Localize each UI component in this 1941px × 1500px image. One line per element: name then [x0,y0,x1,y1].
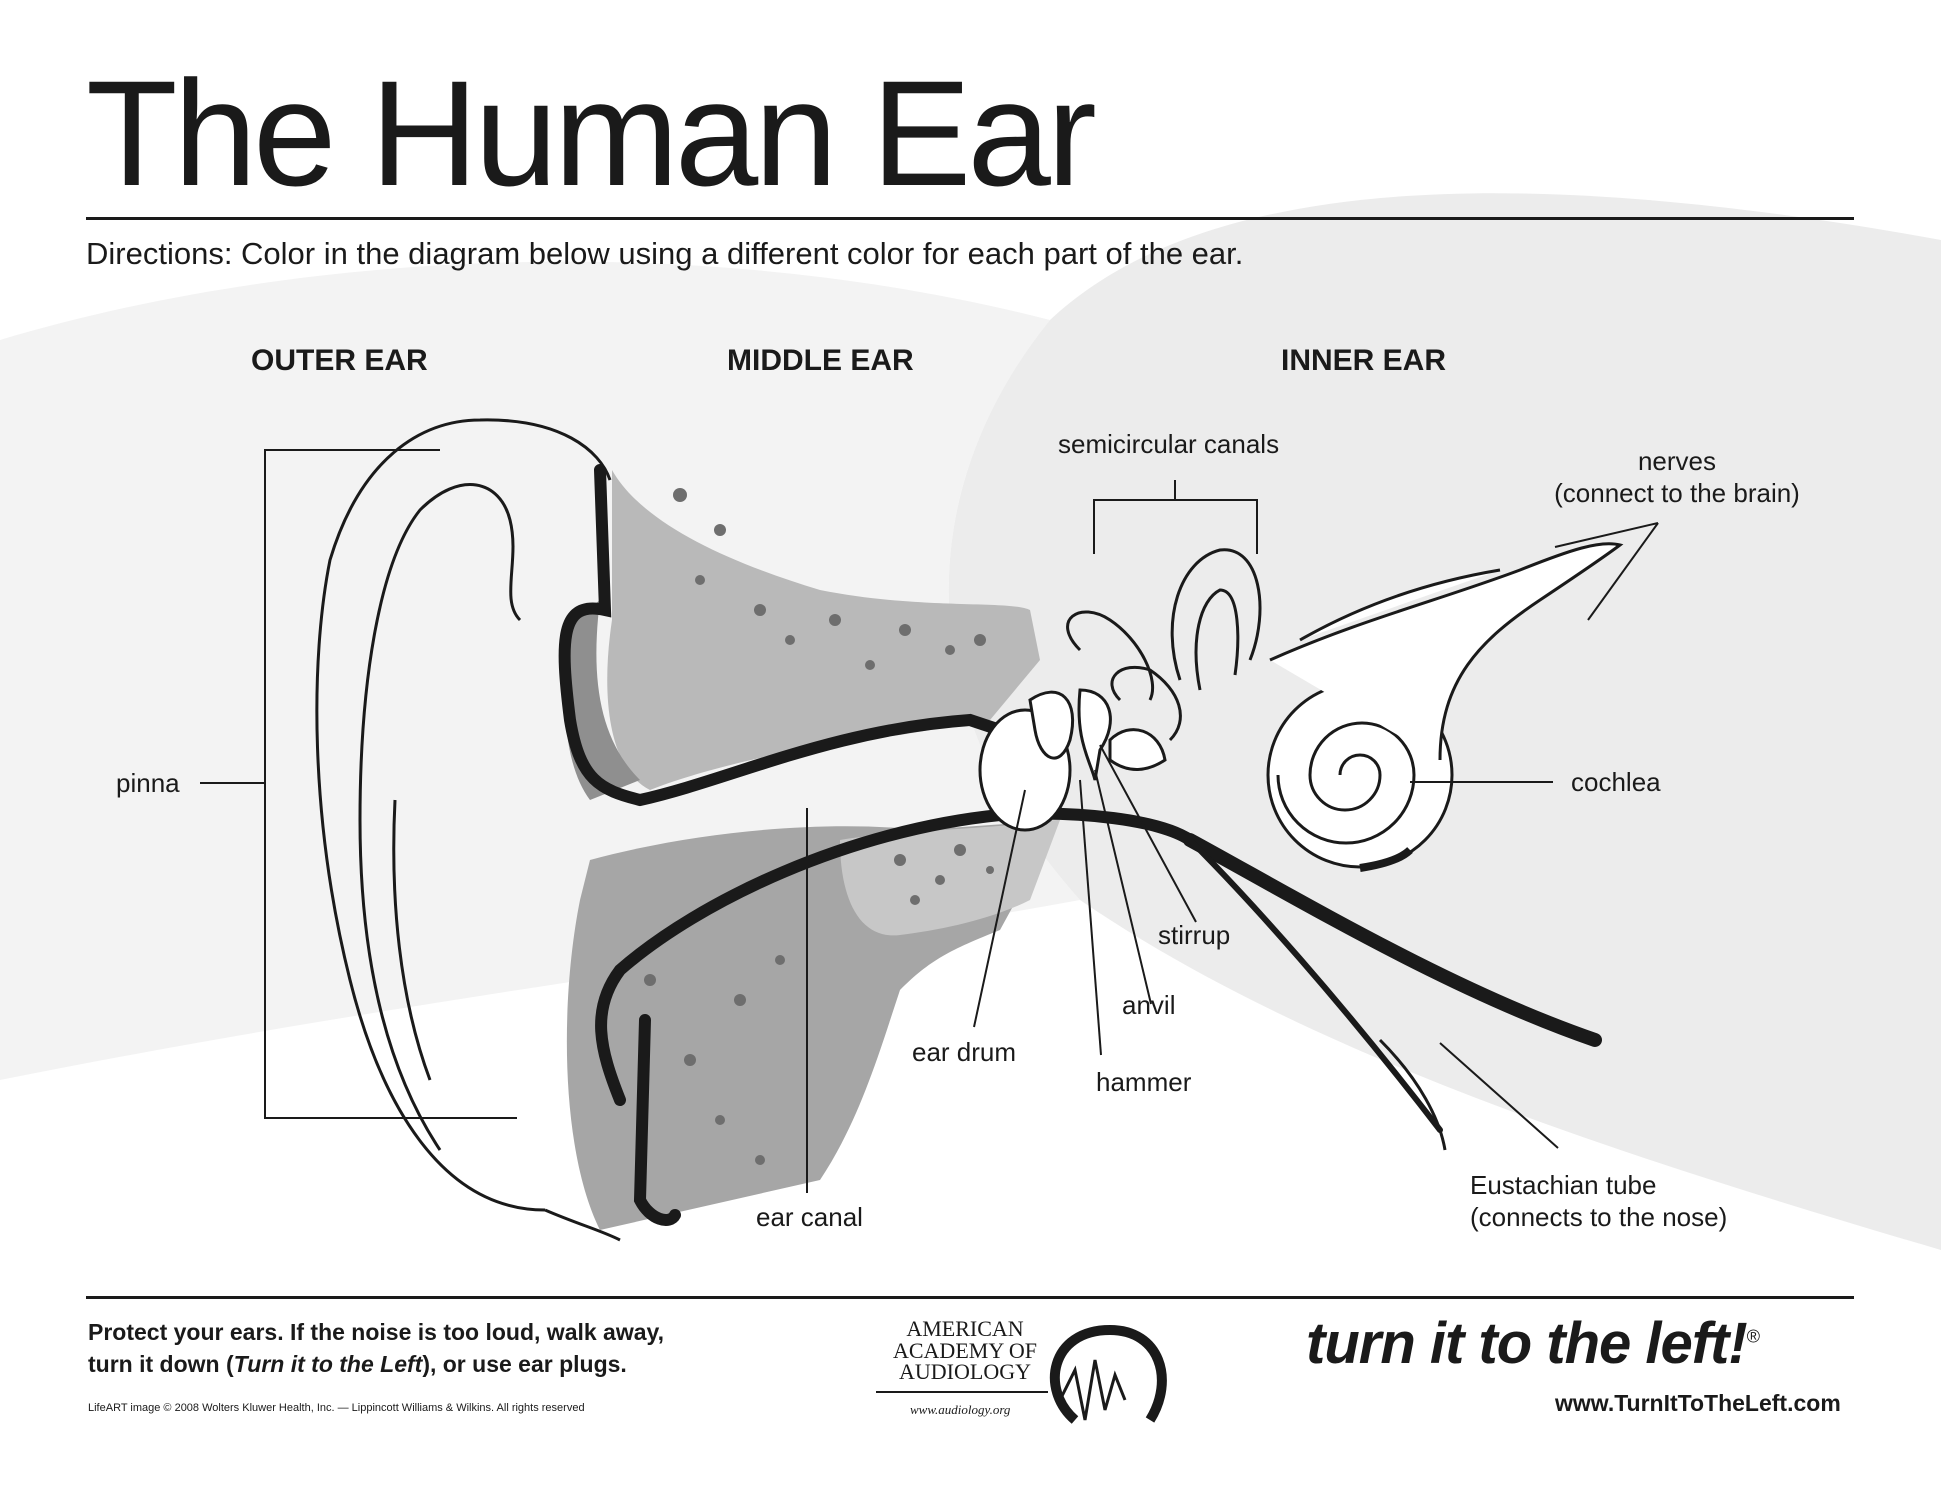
semicircular-canals-shape [1066,548,1262,742]
protect-line2: turn it down (Turn it to the Left), or u… [88,1348,664,1380]
aaa-logo-text: AMERICAN ACADEMY OF AUDIOLOGY [880,1318,1050,1383]
label-nerves-line2: (connect to the brain) [1554,477,1800,508]
section-inner-ear: INNER EAR [1281,344,1447,377]
website-link[interactable]: www.TurnItToTheLeft.com [1555,1390,1841,1416]
registered-mark: ® [1746,1326,1760,1347]
label-cochlea: cochlea [1571,767,1661,797]
ear-canal-walls [558,464,1602,1226]
page-title: The Human Ear [86,49,1097,217]
footer-divider [86,1296,1854,1299]
label-ear-drum: ear drum [912,1037,1017,1067]
directions-text: Directions: Color in the diagram below u… [86,236,1244,271]
label-eustachian-line1: Eustachian tube [1470,1170,1657,1200]
leader-lines [200,449,1659,1193]
ossicles [1028,688,1167,781]
label-stirrup: stirrup [1158,920,1231,950]
protect-line1: Protect your ears. If the noise is too l… [88,1319,664,1345]
aaa-line2: ACADEMY OF [892,1337,1038,1363]
label-anvil: anvil [1122,990,1176,1020]
protect-line2-italic: Turn it to the Left [233,1351,423,1378]
label-ear-canal: ear canal [756,1202,863,1232]
protect-line2-start: turn it down ( [88,1351,234,1378]
aaa-line1: AMERICAN [906,1316,1024,1341]
eustachian-tube-shape [1378,1038,1447,1151]
tagline-text: turn it to the left! [1306,1311,1748,1376]
section-outer-ear: OUTER EAR [251,344,428,377]
label-nerves: nerves (connect to the brain) [1545,446,1809,509]
label-hammer: hammer [1096,1067,1192,1097]
label-nerves-line1: nerves [1637,446,1717,476]
pinna-outline [315,418,621,1242]
section-middle-ear: MIDDLE EAR [727,344,914,377]
aaa-url: www.audiology.org [910,1402,1011,1417]
tagline-logo: turn it to the left!® [1306,1310,1760,1377]
label-eustachian-line2: (connects to the nose) [1470,1201,1728,1232]
protect-message: Protect your ears. If the noise is too l… [88,1316,664,1380]
nerves-shape [1269,542,1624,761]
bone-texture [644,488,994,1165]
aaa-line3: AUDIOLOGY [899,1359,1031,1385]
image-credit: LifeART image © 2008 Wolters Kluwer Heal… [88,1402,585,1414]
protect-line2-end: ), or use ear plugs. [422,1351,627,1378]
label-pinna: pinna [116,768,180,798]
header-divider [86,217,1854,220]
label-eustachian-tube: Eustachian tube (connects to the nose) [1470,1170,1727,1233]
label-semicircular-canals: semicircular canals [1058,429,1280,459]
